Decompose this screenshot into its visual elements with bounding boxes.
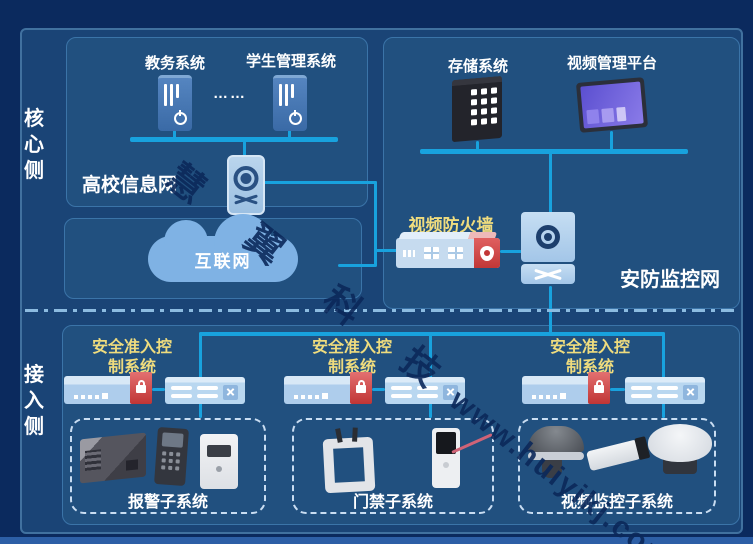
alarm-wall-unit-icon: [200, 434, 238, 489]
shield-icon: [480, 245, 494, 261]
lock-icon: [356, 380, 366, 393]
lock-icon: [136, 380, 146, 393]
security-net-title: 安防监控网: [620, 269, 720, 291]
bus-to-router-line: [243, 141, 246, 156]
nac-label-3: 安全准入控 制系统: [549, 339, 630, 376]
server-tower-icon: [273, 75, 307, 131]
drop-line-1: [199, 332, 202, 418]
access-switch-icon: [165, 377, 245, 404]
server1-label: 教务系统: [144, 55, 205, 72]
ellipsis-text: ……: [213, 85, 247, 102]
door-subsystem-box: 门禁子系统: [292, 418, 494, 514]
nac-link-line-2: [372, 388, 385, 391]
access-switch-icon: [625, 377, 705, 404]
core-switch-icon: [521, 212, 575, 284]
bottom-accent-bar: [0, 537, 753, 544]
internet-link-line: [338, 264, 376, 267]
core-side-label: 核心侧: [24, 108, 44, 182]
storage-rack-icon: [452, 75, 502, 143]
cloud-icon: 互联网: [148, 214, 298, 282]
nac-alert-section: [130, 372, 152, 404]
drop-line-3: [662, 332, 665, 418]
access-side-label: 接入侧: [24, 364, 44, 438]
server2-link-line: [288, 130, 291, 139]
firewall-alert-section: [474, 238, 500, 268]
info-net-zone: [66, 37, 368, 207]
x-port-icon: [443, 384, 458, 400]
storage-link-line: [476, 141, 479, 150]
firewall-label: 视频防火墙: [408, 216, 494, 235]
info-net-bus-line: [130, 137, 338, 142]
router-out-line: [262, 181, 377, 184]
dome-camera-dark-icon: [528, 426, 584, 480]
nac-label-2: 安全准入控 制系统: [311, 339, 392, 376]
server-tower-icon: [158, 75, 192, 131]
server1-link-line: [173, 130, 176, 139]
switch-emblem-icon: [536, 225, 560, 249]
nac-link-line-3: [610, 388, 625, 391]
wand-icon: [451, 433, 493, 454]
alarm-host-icon: [80, 432, 146, 484]
video-subsystem-label: 视频监控子系统: [560, 494, 673, 511]
switch-crossover-icon: [521, 264, 575, 284]
card-reader-icon: [432, 428, 493, 488]
info-net-title: 高校信息网: [82, 175, 178, 196]
nac-device-icon: [284, 372, 372, 404]
bullet-camera-icon: [585, 431, 654, 481]
router-icon: [227, 155, 265, 215]
vms-link-line: [610, 131, 613, 150]
junction-vertical-line: [374, 181, 377, 267]
alarm-subsystem-label: 报警子系统: [127, 494, 208, 511]
nac-link-line-1: [152, 388, 165, 391]
bus-to-coreswitch-line: [549, 153, 552, 213]
nac-device-icon: [522, 372, 610, 404]
door-subsystem-label: 门禁子系统: [352, 494, 433, 511]
access-switch-icon: [385, 377, 465, 404]
server2-label: 学生管理系统: [245, 53, 336, 70]
core-access-divider: [25, 309, 740, 312]
storage-label: 存储系统: [447, 58, 508, 75]
power-icon: [289, 110, 302, 125]
drop-line-2: [429, 335, 432, 418]
x-port-icon: [683, 384, 698, 400]
alarm-keypad-icon: [154, 426, 189, 487]
nac-alert-section: [350, 372, 372, 404]
dome-camera-white-icon: [648, 424, 712, 480]
monitor-icon: [575, 77, 649, 133]
firewall-to-coreswitch-line: [500, 250, 522, 253]
internet-label: 互联网: [194, 251, 252, 271]
junction-to-firewall-line: [374, 249, 398, 252]
x-port-icon: [223, 384, 238, 400]
vms-label: 视频管理平台: [566, 55, 657, 72]
video-subsystem-box: 视频监控子系统: [518, 418, 716, 514]
nac-alert-section: [588, 372, 610, 404]
nac-device-icon: [64, 372, 152, 404]
access-layer-zone: [62, 325, 740, 525]
nac-label-1: 安全准入控 制系统: [91, 339, 172, 376]
alarm-subsystem-box: 报警子系统: [70, 418, 266, 514]
access-bus-line: [199, 332, 665, 336]
security-net-bus-line: [420, 149, 688, 154]
door-frame-icon: [322, 427, 376, 494]
power-icon: [174, 110, 187, 125]
lock-icon: [594, 380, 604, 393]
firewall-icon: [396, 238, 500, 268]
